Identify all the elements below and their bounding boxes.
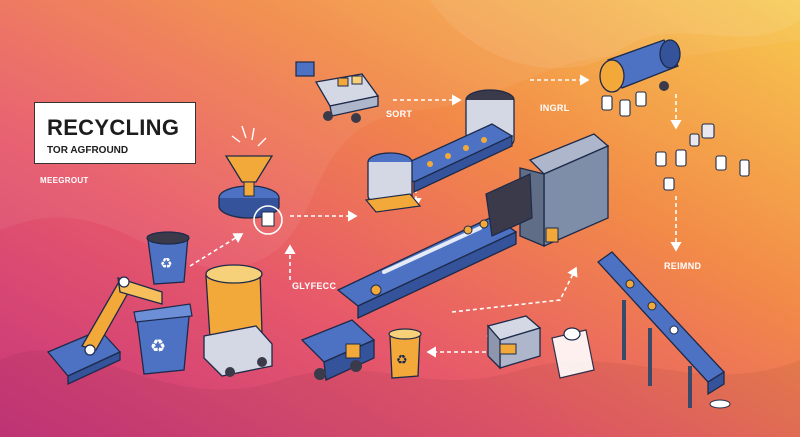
recycling-bin-small: ♻ bbox=[146, 231, 190, 285]
recycle-icon: ♻ bbox=[160, 256, 173, 272]
sort-label: SORT bbox=[386, 109, 413, 119]
washing-tank bbox=[364, 152, 422, 213]
background-swirl-3 bbox=[430, 0, 800, 69]
glyfecc-label: GLYFECC bbox=[292, 281, 337, 291]
sorting-machine bbox=[485, 133, 610, 247]
intake-funnel bbox=[218, 125, 283, 235]
delivery-cart bbox=[295, 61, 380, 123]
shredder-machine bbox=[203, 264, 273, 377]
arrow-collect-to-funnel bbox=[189, 233, 244, 267]
page-title: RECYCLING bbox=[47, 115, 180, 140]
incline-conveyor bbox=[597, 251, 731, 409]
recycle-icon: ♻ bbox=[396, 353, 408, 368]
reimnd-label: REIMND bbox=[664, 261, 702, 271]
focus-circle bbox=[253, 205, 283, 235]
recycled-bottles bbox=[601, 91, 750, 191]
ingrl-label: INGRL bbox=[540, 103, 570, 113]
side-caption-label: MEEGROUT bbox=[40, 176, 89, 185]
title-card: RECYCLING TOR AGFROUND bbox=[34, 102, 196, 164]
waste-bin-orange: ♻ bbox=[388, 328, 422, 379]
main-conveyor bbox=[336, 215, 518, 320]
background-swirl-2 bbox=[0, 350, 800, 437]
arrow-up-loop bbox=[451, 266, 578, 313]
tanker-cylinder bbox=[599, 39, 681, 93]
sorting-conveyor-top bbox=[394, 123, 514, 194]
excavator-arm bbox=[46, 276, 163, 386]
dump-truck bbox=[300, 319, 376, 381]
recycling-bin-large: ♻ bbox=[133, 303, 193, 375]
glass-bottle-bale bbox=[551, 327, 595, 379]
baling-press bbox=[486, 315, 542, 370]
page-subtitle: TOR AGFROUND bbox=[47, 145, 129, 156]
background-swirl bbox=[0, 0, 800, 268]
recycle-icon: ♻ bbox=[150, 336, 166, 357]
